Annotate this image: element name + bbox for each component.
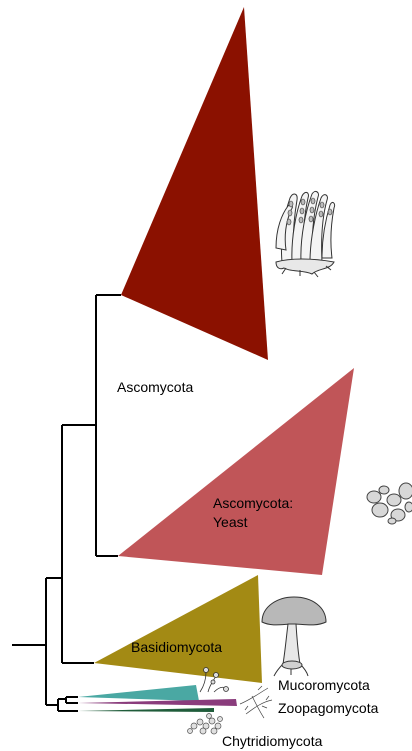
mucoromycota-clade-triangle [78,685,199,701]
ascomycete-fruiting-body-icon [276,191,335,277]
yeast-clade-triangle [118,368,354,575]
zoopagomycota-clade-triangle [78,699,237,706]
chytridiomycota-clade-triangle [78,708,214,712]
ascomycota-clade-triangle [121,7,268,360]
basidiomycota-label: Basidiomycota [131,639,222,655]
chytridiomycota-label: Chytridiomycota [222,733,323,749]
basidiomycota-clade-triangle [94,575,262,683]
yeast-cells-icon [367,483,412,524]
yeast-label-line-1: Ascomycota: [213,495,293,511]
tree-branches [12,295,121,711]
ascomycota-label: Ascomycota [117,379,193,395]
mushroom-icon [262,597,326,676]
mucoromycota-label: Mucoromycota [278,677,370,693]
chytrid-cells-icon [188,714,223,735]
zoopagomycota-label: Zoopagomycota [278,700,379,716]
yeast-label-line-2: Yeast [213,514,248,530]
hyphae-icon [240,686,272,718]
